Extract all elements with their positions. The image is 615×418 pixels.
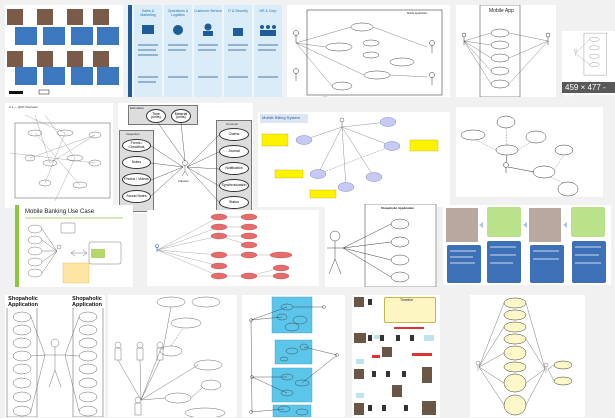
photo-flow-diagram	[7, 9, 119, 95]
diagram-title: Shopaholic Application	[381, 206, 415, 210]
column-header: Sales & Marketing	[140, 9, 156, 17]
use-case-diagram	[114, 296, 226, 417]
result-thumbnail-18[interactable]	[470, 295, 585, 417]
use-case-diagram	[6, 300, 104, 417]
use-case: Notes	[122, 156, 151, 169]
use-case: Synchronization	[219, 179, 249, 192]
diagram-title: Mobile App	[489, 8, 514, 14]
use-case: Photos / Videos	[122, 173, 151, 186]
result-thumbnail-8[interactable]: Mobile Billing System	[258, 112, 450, 207]
use-case-diagram	[460, 115, 579, 197]
use-case-diagram	[9, 114, 111, 202]
result-thumbnail-10[interactable]: Mobile Banking Use Case	[15, 205, 133, 287]
diagram-title: Mobile Banking Use Case	[25, 209, 95, 215]
result-thumbnail-12[interactable]: Shopaholic Application	[325, 204, 437, 287]
result-thumbnail-7[interactable]: Estimation Time (units) Material (units)…	[118, 103, 253, 213]
image-size-label: 459 × 477 - bl...	[562, 82, 615, 97]
use-case: Sound Notes	[122, 190, 151, 203]
use-case-diagram	[155, 213, 293, 280]
result-thumbnail-5[interactable]: 459 × 477 - bl...	[562, 5, 615, 97]
storyboard	[446, 207, 606, 283]
estimation-label: Estimation	[130, 106, 145, 110]
use-case: Forms / Checklists	[122, 139, 151, 152]
use-case-diagram	[249, 296, 339, 417]
result-thumbnail-13[interactable]	[443, 205, 611, 285]
use-case: Status	[219, 196, 249, 209]
actor-label: Adjuster	[178, 179, 190, 183]
use-case-diagram	[293, 9, 443, 97]
column-header: HR & Corp	[259, 9, 277, 13]
result-thumbnail-16[interactable]	[242, 295, 345, 417]
diagram-title: Mobile Billing System	[262, 115, 301, 120]
diagram-title-right: Shopaholic Application	[70, 296, 104, 308]
use-case: Journal	[219, 145, 249, 158]
department-icons	[138, 23, 278, 83]
result-thumbnail-9[interactable]	[456, 107, 603, 197]
use-case: Notification	[219, 162, 249, 175]
common-label: Common	[226, 122, 239, 126]
result-thumbnail-4[interactable]: Mobile App	[456, 5, 556, 97]
diagram-title: Mobile Application	[407, 12, 428, 15]
use-case-material: Material (units)	[171, 109, 191, 123]
use-case: Claims	[219, 128, 249, 141]
result-thumbnail-11[interactable]	[147, 210, 319, 286]
column-header: Operations & Logistics	[167, 9, 189, 17]
column-header: IT & Security	[228, 9, 248, 13]
use-case-diagram	[25, 217, 123, 284]
diagram-title-left: Shopaholic Application	[6, 296, 40, 308]
use-case-time: Time (units)	[146, 109, 166, 123]
column-header: Customer Service	[194, 9, 222, 13]
diagram-title: 2.1 — QCP Overview	[9, 105, 38, 109]
use-case-diagram	[461, 5, 551, 97]
result-thumbnail-3[interactable]: Mobile Application	[287, 5, 450, 97]
use-case-diagram	[475, 297, 573, 416]
result-thumbnail-15[interactable]	[108, 295, 237, 417]
use-case-diagram	[261, 117, 439, 199]
result-thumbnail-17[interactable]: Timeline	[352, 295, 440, 417]
use-case-diagram	[327, 204, 437, 287]
result-thumbnail-6[interactable]: 2.1 — QCP Overview	[5, 103, 113, 208]
timeline-title: Timeline	[400, 298, 414, 302]
inspection-label: Inspection	[126, 132, 140, 136]
result-thumbnail-1[interactable]	[5, 5, 123, 97]
result-thumbnail-14[interactable]: Shopaholic Application Shopaholic Applic…	[5, 295, 105, 417]
result-thumbnail-2[interactable]: Sales & Marketing Operations & Logistics…	[128, 5, 283, 97]
storyboard	[354, 297, 436, 415]
